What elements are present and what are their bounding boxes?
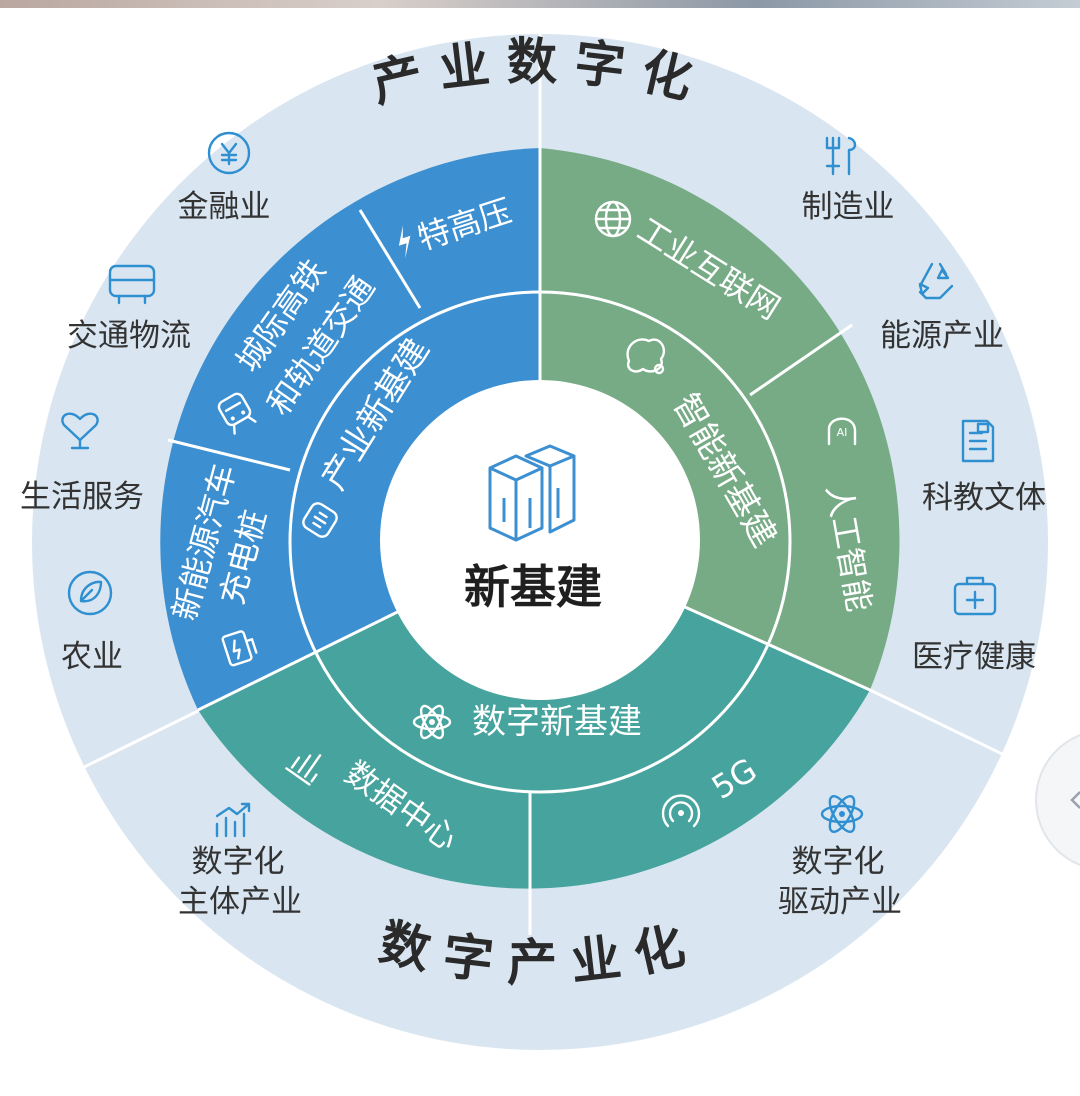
transport-label: 交通物流 <box>67 318 191 354</box>
divider-iiot-ai <box>749 323 853 397</box>
sector-digital-label: 数字新基建 <box>472 702 642 742</box>
bus-icon <box>108 264 156 305</box>
outer-divider-right <box>869 688 1026 767</box>
svg-text:AI: AI <box>837 426 848 439</box>
life-label: 生活服务 <box>20 479 144 515</box>
chevron-left-icon <box>1070 791 1080 809</box>
main-industry-line1: 数字化 <box>192 844 285 880</box>
center-disc <box>380 380 700 700</box>
leaf-icon <box>67 570 113 616</box>
main-industry-line2: 主体产业 <box>178 884 302 920</box>
photo-strip <box>0 0 1080 8</box>
outer-divider-left <box>65 708 201 778</box>
heart-icon <box>61 412 99 450</box>
mfg-label: 制造业 <box>802 189 895 225</box>
finance-label: 金融业 <box>178 189 271 225</box>
ai-head-icon: AI <box>827 417 857 446</box>
bars-icon <box>285 754 322 786</box>
divider-rail-ev <box>167 438 291 472</box>
drive-industry-line2: 驱动产业 <box>778 884 902 920</box>
charger-icon <box>221 630 258 667</box>
center-label: 新基建 <box>464 560 602 614</box>
recycle-icon <box>918 262 954 300</box>
atom-outline-icon <box>820 795 864 833</box>
atom-icon <box>412 704 452 740</box>
energy-label: 能源产业 <box>880 318 1004 354</box>
train-icon <box>217 392 257 435</box>
chart-icon <box>215 802 251 838</box>
chip-icon <box>302 502 338 538</box>
medkit-icon <box>953 576 997 616</box>
edu-label: 科教文体 <box>922 480 1046 516</box>
page-next-button[interactable] <box>1035 730 1080 870</box>
bolt-icon <box>398 225 411 259</box>
cubes-icon <box>488 444 576 542</box>
drive-industry-line1: 数字化 <box>792 844 885 880</box>
globe-icon <box>594 200 632 238</box>
document-icon <box>961 419 995 463</box>
yuan-icon <box>207 131 251 175</box>
health-label: 医疗健康 <box>912 639 1036 675</box>
divider-uhv-rail <box>358 209 422 309</box>
brain-icon <box>626 338 666 375</box>
tools-icon <box>825 136 857 176</box>
agri-label: 农业 <box>61 639 123 675</box>
signal-icon <box>661 794 701 828</box>
